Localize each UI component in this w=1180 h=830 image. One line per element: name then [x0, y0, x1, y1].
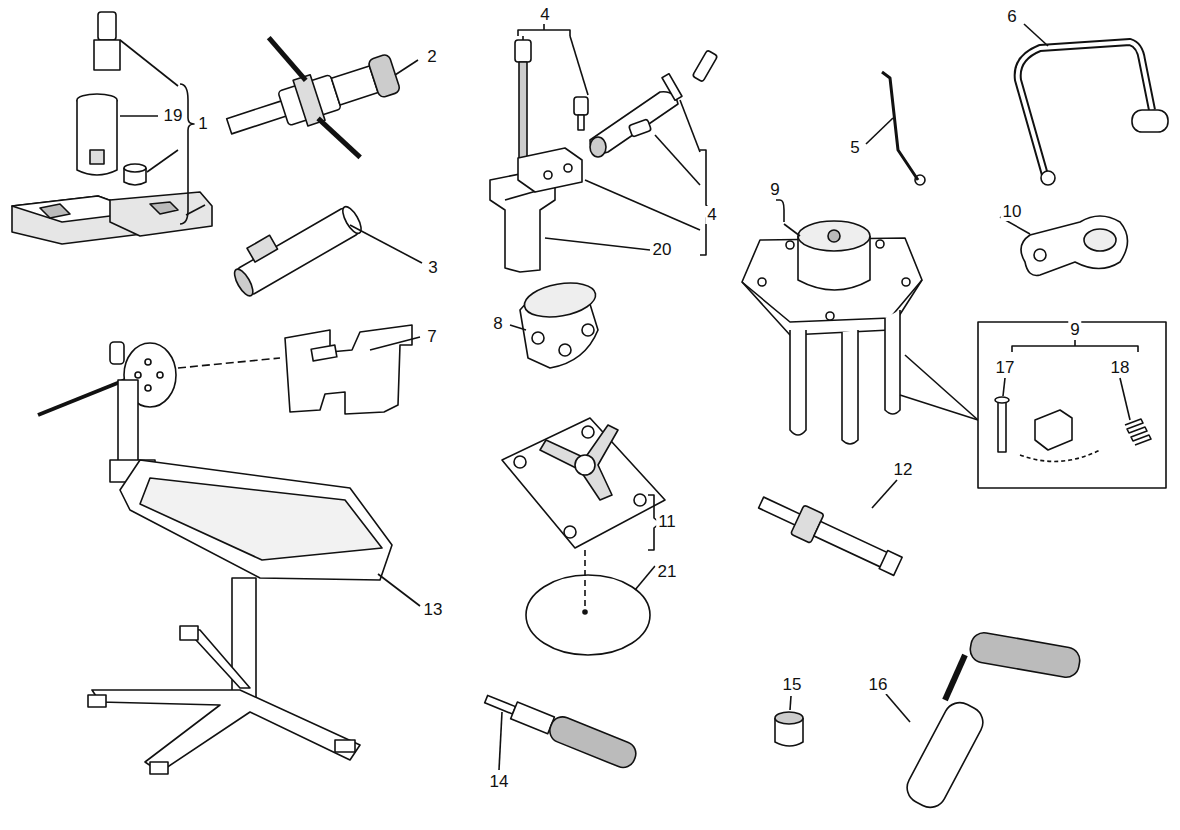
- callout-number: 19: [162, 107, 185, 125]
- callout-number: 21: [656, 563, 679, 581]
- tool-13: [38, 325, 420, 774]
- callout-number: 4: [705, 206, 718, 224]
- callout-number: 5: [848, 139, 861, 157]
- tool-10: [1000, 216, 1128, 275]
- callout-number: 12: [892, 461, 915, 479]
- inset-9: [978, 322, 1166, 488]
- callout-number: 4: [538, 6, 551, 24]
- tool-6: [1018, 24, 1168, 185]
- callout-number: 6: [1005, 8, 1018, 26]
- tool-4: [490, 24, 718, 272]
- callout-number: 3: [426, 259, 439, 277]
- tool-5: [866, 72, 925, 185]
- tool-14: [481, 687, 639, 771]
- tool-11: [502, 418, 665, 655]
- callout-number: 2: [425, 48, 438, 66]
- callout-number: 9: [768, 181, 781, 199]
- callout-number: 10: [1001, 203, 1024, 221]
- callout-number: 8: [491, 315, 504, 333]
- tool-8: [510, 278, 598, 368]
- callout-number: 11: [656, 513, 678, 531]
- callout-number: 16: [867, 676, 890, 694]
- tool-2: [207, 4, 416, 193]
- callout-number: 20: [651, 241, 674, 259]
- callout-number: 7: [425, 328, 438, 346]
- callout-number: 1: [196, 115, 209, 133]
- tool-9: [742, 200, 978, 444]
- tool-15: [775, 696, 803, 746]
- tool-1: [12, 12, 212, 244]
- tool-12: [754, 488, 904, 581]
- tool-3: [225, 193, 365, 299]
- callout-number: 17: [994, 359, 1017, 377]
- tool-16: [886, 631, 1082, 813]
- callout-number: 13: [422, 601, 445, 619]
- callout-number: 15: [781, 676, 804, 694]
- callout-number: 18: [1109, 359, 1132, 377]
- callout-number: 14: [488, 773, 511, 791]
- callout-number: 9: [1068, 321, 1081, 339]
